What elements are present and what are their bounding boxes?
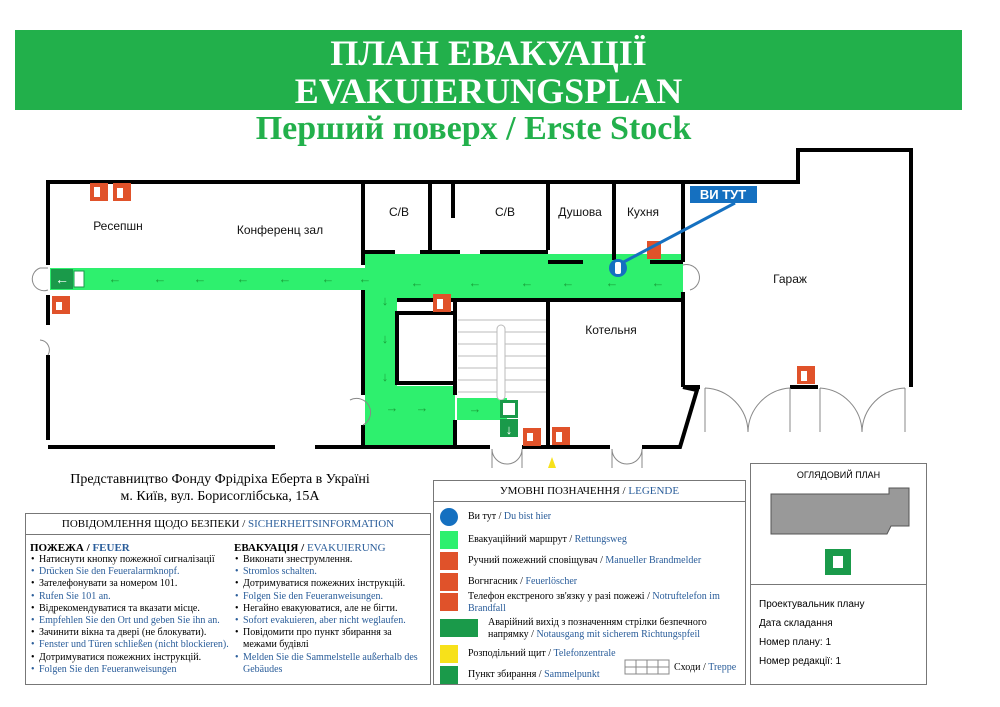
evacuation-route bbox=[50, 254, 683, 446]
you-are-here-pointer bbox=[617, 201, 736, 267]
safety-instruction: Негайно евакуюватися, але не бігти. bbox=[234, 603, 426, 615]
evacuation-route-icon bbox=[440, 531, 458, 549]
room-shower: Душова bbox=[558, 205, 602, 219]
room-kitchen: Кухня bbox=[627, 205, 659, 219]
plan-revision: Номер редакції: 1 bbox=[759, 656, 842, 667]
safety-instruction: Drücken Sie den Feueralarmknopf. bbox=[30, 566, 235, 578]
safety-instruction: Folgen Sie den Feueranweisungen. bbox=[234, 591, 426, 603]
stairs bbox=[458, 319, 546, 401]
room-boiler: Котельня bbox=[585, 323, 636, 337]
plan-designer: Проектувальник плану bbox=[759, 599, 865, 610]
you-are-here-icon bbox=[440, 508, 458, 526]
svg-text:↓: ↓ bbox=[506, 422, 513, 437]
address-line-1: Представництво Фонду Фрідріха Еберта в У… bbox=[70, 472, 370, 487]
overview-building bbox=[770, 487, 910, 535]
you-are-here-label: ВИ ТУТ bbox=[700, 187, 746, 202]
svg-text:←: ← bbox=[55, 271, 69, 287]
legend-title: УМОВНІ ПОЗНАЧЕННЯ / LEGENDE bbox=[434, 481, 745, 502]
svg-text:←: ← bbox=[154, 271, 167, 286]
fire-alarm-icon bbox=[440, 552, 458, 570]
legend-item: Ручний пожежний сповіщувач / Manueller B… bbox=[438, 552, 738, 572]
address-line-2: м. Київ, вул. Борисоглібська, 15А bbox=[120, 489, 320, 504]
svg-text:←: ← bbox=[606, 275, 619, 290]
plan-number: Номер плану: 1 bbox=[759, 637, 832, 648]
safety-instruction: Melden Sie die Sammelstelle außerhalb de… bbox=[234, 652, 426, 676]
legend-item: Вогнгасник / Feuerlöscher bbox=[438, 573, 738, 593]
safety-instruction: Зачинити вікна та двері (не блокувати). bbox=[30, 627, 235, 639]
legend-item: Телефон екстреного зв'язку у разі пожежі… bbox=[438, 591, 738, 614]
safety-instruction: Folgen Sie den Feueranweisungen bbox=[30, 664, 235, 676]
legend-box: УМОВНІ ПОЗНАЧЕННЯ / LEGENDE Ви тут / Du … bbox=[433, 480, 746, 685]
stairs-icon bbox=[624, 659, 670, 675]
garage-doors[interactable] bbox=[31, 264, 906, 468]
room-wc-2: С/В bbox=[495, 205, 515, 219]
svg-text:→: → bbox=[416, 400, 429, 415]
svg-text:↓: ↓ bbox=[382, 293, 389, 308]
safety-instruction: Зателефонувати за номером 101. bbox=[30, 578, 235, 590]
route-arrows: ← ← ← ← ← ← ← ← ← ← ← ← ← ↓ ↓ ↓ → → → bbox=[109, 271, 665, 416]
safety-instruction: Fenster und Türen schließen (nicht block… bbox=[30, 639, 235, 651]
svg-text:←: ← bbox=[521, 275, 534, 290]
svg-text:←: ← bbox=[322, 271, 335, 286]
room-conference: Конференц зал bbox=[237, 223, 323, 237]
title-ua: ПЛАН ЕВАКУАЦІЇ bbox=[330, 33, 647, 73]
room-garage: Гараж bbox=[773, 272, 807, 286]
svg-text:←: ← bbox=[469, 275, 482, 290]
you-are-here-badge bbox=[690, 186, 757, 203]
svg-text:←: ← bbox=[109, 271, 122, 286]
room-wc-1: С/В bbox=[389, 205, 409, 219]
svg-text:←: ← bbox=[194, 271, 207, 286]
fire-section: ПОЖЕЖА / FEUER Натиснути кнопку пожежної… bbox=[30, 542, 235, 676]
title-banner: ПЛАН ЕВАКУАЦІЇ EVAKUIERUNGSPLAN bbox=[15, 30, 962, 110]
legend-item: Пункт збирання / Sammelpunkt bbox=[438, 666, 738, 686]
legend-item: Ви тут / Du bist hier bbox=[438, 508, 738, 528]
electrical-panel-icon bbox=[548, 457, 556, 468]
svg-text:←: ← bbox=[237, 271, 250, 286]
safety-info-box: ПОВІДОМЛЕННЯ ЩОДО БЕЗПЕКИ / SICHERHEITSI… bbox=[25, 513, 431, 685]
evac-section: ЕВАКУАЦІЯ / EVAKUIERUNG Виконати знестру… bbox=[234, 542, 426, 676]
legend-item: Розподільний щит / Telefonzentrale bbox=[438, 645, 738, 665]
svg-text:↓: ↓ bbox=[382, 331, 389, 346]
title-de: EVAKUIERUNGSPLAN bbox=[294, 71, 683, 111]
svg-text:←: ← bbox=[411, 275, 424, 290]
svg-text:←: ← bbox=[562, 275, 575, 290]
safety-instruction: Rufen Sie 101 an. bbox=[30, 591, 235, 603]
svg-text:→: → bbox=[386, 400, 399, 415]
svg-text:←: ← bbox=[359, 271, 372, 286]
svg-text:→: → bbox=[469, 401, 482, 416]
safety-instruction: Дотримуватися пожежних інструкцій. bbox=[30, 652, 235, 664]
assembly-point-icon bbox=[440, 666, 458, 684]
svg-text:←: ← bbox=[279, 271, 292, 286]
svg-text:↓: ↓ bbox=[382, 369, 389, 384]
electrical-panel-icon bbox=[440, 645, 458, 663]
emergency-phone-icon bbox=[440, 593, 458, 611]
emergency-exit-icon: ← ↓ bbox=[51, 269, 518, 437]
safety-instruction: Повідомити про пункт збирання за межами … bbox=[234, 627, 426, 651]
plan-info-box: Проектувальник плану Дата складання Номе… bbox=[750, 584, 927, 685]
floor-subtitle: Перший поверх / Erste Stock bbox=[255, 110, 692, 147]
overview-title: ОГЛЯДОВИЙ ПЛАН bbox=[796, 470, 881, 480]
plan-date: Дата складання bbox=[759, 618, 833, 629]
legend-stairs: Сходи / Treppe bbox=[674, 662, 737, 673]
fire-extinguisher-icon bbox=[440, 573, 458, 591]
safety-instruction: Дотримуватися пожежних інструкцій. bbox=[234, 578, 426, 590]
safety-title: ПОВІДОМЛЕННЯ ЩОДО БЕЗПЕКИ / SICHERHEITSI… bbox=[26, 514, 430, 535]
emergency-exit-icon bbox=[440, 619, 478, 637]
safety-instruction: Stromlos schalten. bbox=[234, 566, 426, 578]
room-reception: Ресепшн bbox=[93, 219, 143, 233]
overview-plan-box: ОГЛЯДОВИЙ ПЛАН bbox=[750, 463, 927, 586]
safety-instruction: Відрекомендуватися та вказати місце. bbox=[30, 603, 235, 615]
legend-item: Аварійний вихід з позначенням стрілки бе… bbox=[438, 617, 738, 640]
safety-instruction: Виконати знеструмлення. bbox=[234, 554, 426, 566]
safety-instruction: Empfehlen Sie den Ort und geben Sie ihn … bbox=[30, 615, 235, 627]
svg-text:←: ← bbox=[652, 275, 665, 290]
safety-instruction: Натиснути кнопку пожежної сигналізації bbox=[30, 554, 235, 566]
legend-item: Евакуаційний маршрут / Rettungsweg bbox=[438, 531, 738, 551]
assembly-point-icon bbox=[825, 549, 851, 575]
safety-instruction: Sofort evakuieren, aber nicht weglaufen. bbox=[234, 615, 426, 627]
